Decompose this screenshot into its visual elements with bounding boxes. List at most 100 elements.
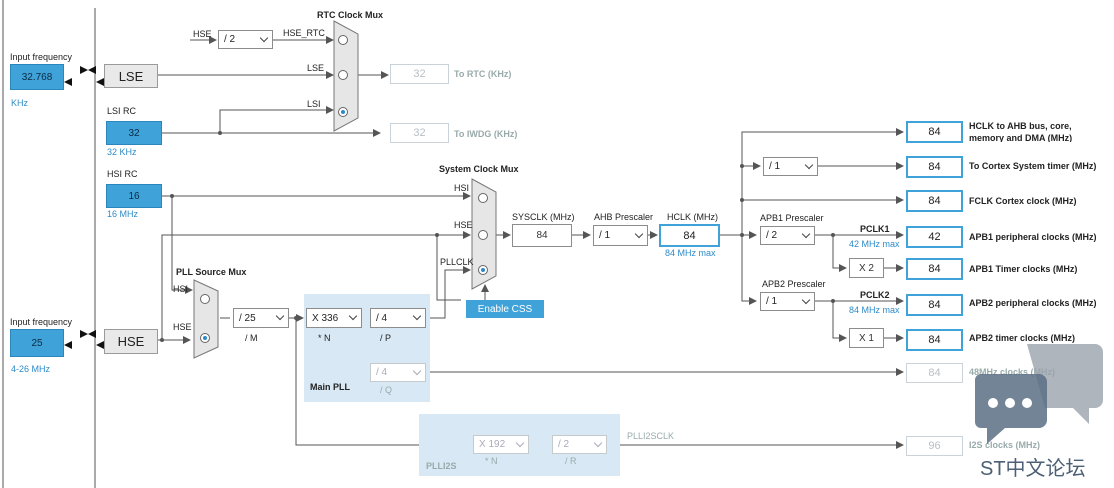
i2s-output-label: I2S clocks (MHz): [969, 440, 1041, 450]
output-hclk-ahb: 84: [906, 121, 963, 143]
chevron-down-icon: [275, 311, 285, 321]
rtc-mux-lse-radio[interactable]: [338, 70, 348, 80]
lse-block[interactable]: LSE: [104, 64, 158, 88]
pll-m-value: / 25: [239, 312, 256, 324]
rtc-mux-lsi-radio[interactable]: [338, 107, 348, 117]
output-apb2-timer: 84: [906, 329, 963, 351]
plli2s-n-label: * N: [485, 456, 498, 466]
lsi-unit: 32 KHz: [107, 147, 137, 157]
plli2s-r-select[interactable]: / 2: [552, 435, 607, 454]
output-fclk-label: FCLK Cortex clock (MHz): [969, 196, 1077, 206]
rtc-hse-divider-value: / 2: [224, 34, 236, 45]
hsi-value: 16: [106, 184, 162, 208]
plli2s-r-label: / R: [565, 456, 577, 466]
cortex-timer-divider-select[interactable]: / 1: [763, 157, 818, 176]
enable-css-button[interactable]: Enable CSS: [466, 300, 544, 318]
rtc-lse-label: LSE: [307, 63, 325, 73]
rtc-mux-hse-radio[interactable]: [338, 35, 348, 45]
plli2sclk-label: PLLI2SCLK: [627, 431, 675, 441]
pll-m-label: / M: [245, 333, 258, 343]
ahb-prescaler-select[interactable]: / 1: [593, 225, 648, 246]
sys-mux-title: System Clock Mux: [439, 164, 519, 174]
pclk1-label: PCLK1: [860, 224, 890, 234]
apb2-prescaler-select[interactable]: / 1: [760, 292, 815, 311]
pll-p-label: / P: [380, 333, 392, 343]
chevron-down-icon: [412, 366, 422, 375]
sysclk-value: 84: [512, 224, 572, 247]
output-cortex-timer: 84: [906, 156, 963, 178]
i2s-output-field: 96: [906, 436, 963, 456]
main-pll-label: Main PLL: [310, 382, 350, 392]
pclk2-label: PCLK2: [860, 290, 890, 300]
chevron-down-icon: [634, 229, 644, 238]
plli2s-n-select[interactable]: X 192: [473, 435, 529, 454]
output-apb2-timer-label: APB2 timer clocks (MHz): [969, 333, 1076, 343]
rtc-hse-divider-select[interactable]: / 2: [218, 30, 273, 49]
iwdg-output-field: 32: [390, 123, 449, 143]
apb1-timer-multiplier: X 2: [849, 258, 884, 278]
output-48mhz-label: 48MHz clocks (MHz): [969, 367, 1056, 377]
pll-q-value: / 4: [376, 367, 388, 378]
plli2s-n-value: X 192: [479, 439, 506, 450]
sysclk-label: SYSCLK (MHz): [512, 212, 575, 222]
chevron-down-icon: [515, 438, 525, 447]
hsi-title: HSI RC: [107, 169, 138, 179]
rtc-lsi-label: LSI: [307, 99, 321, 109]
chevron-down-icon: [801, 229, 811, 238]
pll-m-select[interactable]: / 25: [233, 308, 289, 328]
hse-input-field[interactable]: 25: [10, 329, 64, 357]
chevron-down-icon: [593, 438, 603, 447]
output-apb1-timer-label: APB1 Timer clocks (MHz): [969, 264, 1078, 274]
plli2s-r-value: / 2: [558, 439, 570, 450]
output-cortex-timer-label: To Cortex System timer (MHz): [969, 161, 1097, 171]
lse-input-field[interactable]: 32.768: [10, 64, 64, 90]
plli2s-label: PLLI2S: [426, 461, 457, 471]
pclk2-max-label: 84 MHz max: [849, 305, 900, 315]
ahb-prescaler-label: AHB Prescaler: [594, 212, 654, 222]
sys-mux-hse-label: HSE: [454, 220, 473, 230]
pll-p-value: / 4: [376, 312, 388, 324]
lsi-value: 32: [106, 121, 162, 145]
hclk-input-field[interactable]: 84: [659, 224, 720, 247]
rtc-output-field: 32: [390, 64, 449, 84]
cortex-timer-divider-value: / 1: [769, 161, 781, 172]
chevron-down-icon: [804, 160, 814, 169]
apb2-prescaler-label: APB2 Prescaler: [762, 279, 826, 289]
output-48mhz-field: 84: [906, 363, 963, 383]
pll-src-hse-label: HSE: [173, 322, 192, 332]
pll-source-mux: [193, 279, 219, 359]
hse-block[interactable]: HSE: [104, 329, 158, 354]
pll-q-select[interactable]: / 4: [370, 363, 426, 382]
output-hclk-ahb-label: HCLK to AHB bus, core,: [969, 121, 1072, 131]
pll-n-label: * N: [318, 333, 331, 343]
pll-src-hsi-radio[interactable]: [200, 294, 210, 304]
output-apb1-peripheral-label: APB1 peripheral clocks (MHz): [969, 232, 1097, 242]
pll-n-select[interactable]: X 336: [306, 308, 362, 328]
sys-mux-pllclk-radio[interactable]: [478, 265, 488, 275]
apb1-prescaler-label: APB1 Prescaler: [760, 213, 824, 223]
sys-mux-hse-radio[interactable]: [478, 230, 488, 240]
output-apb1-peripheral: 42: [906, 226, 963, 248]
apb1-prescaler-select[interactable]: / 2: [760, 226, 815, 245]
sys-mux-pllclk-label: PLLCLK: [440, 257, 474, 267]
forum-watermark-logo: [975, 344, 1103, 444]
output-apb1-timer: 84: [906, 258, 963, 280]
lse-input-label: Input frequency: [10, 52, 73, 62]
iwdg-output-label: To IWDG (KHz): [454, 129, 518, 139]
pll-src-hsi-label: HSI: [173, 284, 189, 294]
rtc-output-label: To RTC (KHz): [454, 69, 512, 79]
lsi-title: LSI RC: [107, 106, 137, 116]
chevron-down-icon: [259, 33, 269, 42]
pll-p-select[interactable]: / 4: [370, 308, 426, 328]
pll-q-label: / Q: [380, 385, 393, 395]
apb2-prescaler-value: / 1: [766, 296, 778, 307]
pll-src-hse-radio[interactable]: [200, 333, 210, 343]
rtc-mux-title: RTC Clock Mux: [317, 10, 384, 20]
rtc-hse-label: HSE: [193, 29, 212, 39]
watermark-text: ST中文论坛: [980, 458, 1086, 480]
pclk1-max-label: 42 MHz max: [849, 239, 900, 249]
ahb-prescaler-value: / 1: [599, 230, 611, 241]
sys-mux-hsi-radio[interactable]: [478, 193, 488, 203]
apb1-prescaler-value: / 2: [766, 230, 778, 241]
chevron-down-icon: [348, 311, 358, 321]
